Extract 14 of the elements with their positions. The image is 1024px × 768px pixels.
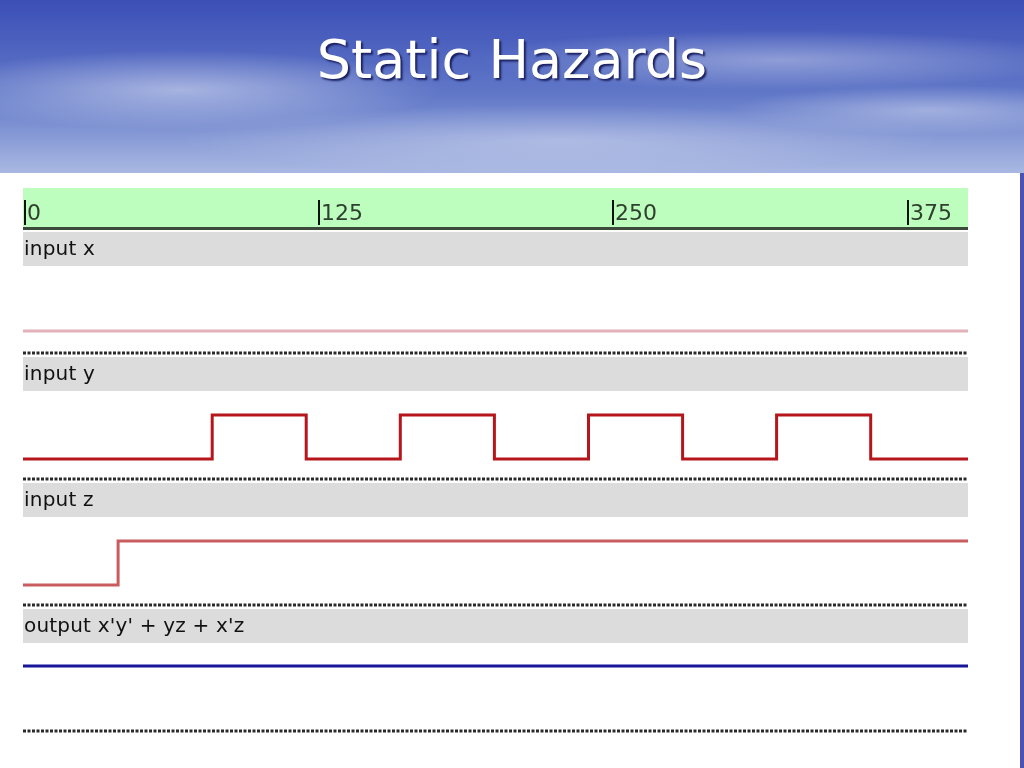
- signal-band: [23, 609, 968, 643]
- signal-band: [23, 483, 968, 517]
- signal-name: input y: [24, 361, 96, 385]
- signal-name: input x: [24, 236, 96, 260]
- signal-name: input z: [24, 487, 94, 511]
- signal-band: [23, 232, 968, 266]
- slide-title: Static Hazards: [316, 28, 708, 92]
- tick-label: 250: [612, 200, 657, 225]
- signal-band: [23, 357, 968, 391]
- time-ruler: [23, 188, 968, 230]
- tick-label: 0: [24, 200, 41, 225]
- signal-name: output x'y' + yz + x'z: [24, 613, 245, 637]
- tick-label: 125: [318, 200, 363, 225]
- tick-label: 375: [907, 200, 952, 225]
